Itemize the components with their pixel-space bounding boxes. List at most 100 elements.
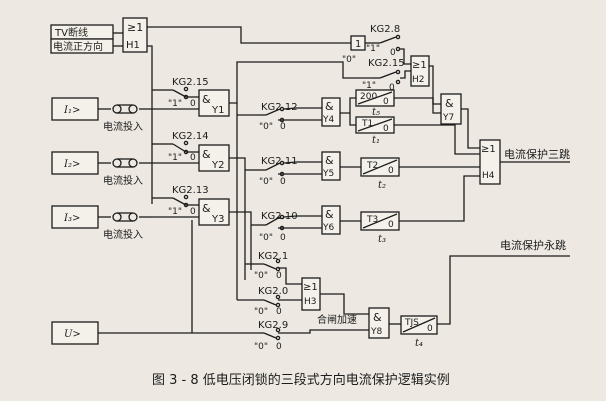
gate-h3: ≥1 H3 xyxy=(301,277,321,311)
current-enable-link-1: 电流投入 xyxy=(103,104,143,133)
input-direction-label: 电流正方向 xyxy=(53,40,103,53)
svg-text:0: 0 xyxy=(190,99,196,109)
svg-text:&: & xyxy=(325,208,334,221)
svg-text:t₄: t₄ xyxy=(415,338,423,349)
svg-text:Y4: Y4 xyxy=(322,115,334,125)
gate-y4: & Y4 xyxy=(321,97,341,127)
gate-y1: & Y1 xyxy=(198,89,230,117)
current-enable-label-2: 电流投入 xyxy=(103,174,143,187)
timer-t5: 200 0 t₅ xyxy=(355,89,395,118)
svg-text:0: 0 xyxy=(388,166,394,176)
svg-text:KG2.11: KG2.11 xyxy=(261,156,298,167)
svg-text:0: 0 xyxy=(280,122,286,132)
svg-text:KG2.9: KG2.9 xyxy=(258,320,288,331)
svg-text:Y6: Y6 xyxy=(322,223,334,233)
svg-text:H2: H2 xyxy=(412,75,425,85)
svg-text:KG2.8: KG2.8 xyxy=(370,24,400,35)
input-u: U> xyxy=(51,321,99,345)
svg-text:≥1: ≥1 xyxy=(412,60,427,71)
switch-kg2-9: KG2.9 "0" 0 xyxy=(254,320,288,352)
svg-text:T1: T1 xyxy=(361,119,373,129)
svg-text:t₂: t₂ xyxy=(378,180,386,191)
svg-text:"1": "1" xyxy=(366,44,380,54)
switch-kg2-11: KG2.11 "0" 0 xyxy=(258,156,298,187)
svg-text:≥1: ≥1 xyxy=(127,21,143,34)
timer-t2: T2 0 t₂ xyxy=(360,157,400,191)
input-u-label: U> xyxy=(64,329,81,340)
svg-text:&: & xyxy=(445,97,454,110)
svg-text:KG2.13: KG2.13 xyxy=(172,185,209,196)
svg-text:0: 0 xyxy=(390,48,396,58)
switch-kg2-10: KG2.10 "0" 0 xyxy=(258,211,298,243)
input-tv-label: TV断线 xyxy=(54,26,88,39)
svg-text:0: 0 xyxy=(276,307,282,317)
wires xyxy=(98,26,570,334)
svg-text:H1: H1 xyxy=(126,40,140,51)
svg-text:"1": "1" xyxy=(168,153,182,163)
svg-text:H3: H3 xyxy=(304,297,317,307)
svg-text:0: 0 xyxy=(190,153,196,163)
gate-h1: ≥1 H1 xyxy=(122,17,148,53)
svg-text:1: 1 xyxy=(355,39,361,50)
svg-text:0: 0 xyxy=(280,177,286,187)
switch-kg2-8: KG2.8 "1" 0 "0" xyxy=(342,24,401,65)
input-i1: I₁> xyxy=(51,97,99,121)
svg-text:Y3: Y3 xyxy=(211,214,224,225)
svg-text:&: & xyxy=(202,202,211,215)
switch-kg2-0: KG2.0 "0" 0 xyxy=(254,286,288,317)
svg-text:0: 0 xyxy=(388,220,394,230)
input-i2: I₂> xyxy=(51,151,99,175)
output-permanent-trip: 电流保护永跳 xyxy=(500,238,566,252)
svg-text:&: & xyxy=(325,154,334,167)
svg-text:"0": "0" xyxy=(254,271,268,281)
svg-text:0: 0 xyxy=(427,324,433,334)
svg-text:T3: T3 xyxy=(366,215,378,225)
gate-not: 1 xyxy=(350,35,366,51)
switch-kg2-12: KG2.12 "0" 0 xyxy=(258,102,298,132)
svg-text:&: & xyxy=(202,148,211,161)
svg-text:0: 0 xyxy=(280,233,286,243)
svg-text:200: 200 xyxy=(360,92,377,102)
gate-y7: & Y7 xyxy=(440,93,462,125)
svg-text:0: 0 xyxy=(383,97,389,107)
gate-h2: ≥1 H2 xyxy=(410,55,430,87)
gate-h4: ≥1 H4 xyxy=(479,139,501,185)
switch-kg2-15a: KG2.15 "1" 0 xyxy=(167,77,209,109)
gate-y8: & Y8 xyxy=(368,307,390,339)
svg-text:"0": "0" xyxy=(254,307,268,317)
input-tv: TV断线 xyxy=(50,24,114,40)
svg-text:KG2.14: KG2.14 xyxy=(172,131,209,142)
svg-text:0: 0 xyxy=(383,124,389,134)
input-i2-label: I₂> xyxy=(63,159,80,170)
svg-text:KG2.15: KG2.15 xyxy=(368,58,405,69)
svg-text:"0": "0" xyxy=(259,233,273,243)
svg-text:KG2.12: KG2.12 xyxy=(261,102,298,113)
timer-t1: T1 0 t₁ xyxy=(355,116,395,146)
input-i3: I₃> xyxy=(51,205,99,229)
svg-text:≥1: ≥1 xyxy=(481,144,496,155)
svg-text:H4: H4 xyxy=(482,171,495,181)
output-three-phase-trip: 电流保护三跳 xyxy=(504,147,570,161)
svg-text:KG2.10: KG2.10 xyxy=(261,211,298,222)
svg-text:0: 0 xyxy=(276,342,282,352)
switch-kg2-14: KG2.14 "1" 0 xyxy=(167,131,209,163)
input-i1-label: I₁> xyxy=(63,105,80,116)
input-direction: 电流正方向 xyxy=(50,38,114,54)
svg-text:"1": "1" xyxy=(168,207,182,217)
svg-text:TJS: TJS xyxy=(404,318,419,328)
svg-text:≥1: ≥1 xyxy=(303,282,318,293)
switch-kg2-15b: KG2.15 "1" 0 xyxy=(362,58,405,93)
current-enable-label-3: 电流投入 xyxy=(103,228,143,241)
current-enable-link-2: 电流投入 xyxy=(103,158,143,187)
timer-t3: T3 0 t₃ xyxy=(360,211,400,245)
svg-text:Y5: Y5 xyxy=(322,169,334,179)
svg-text:t₁: t₁ xyxy=(372,135,380,146)
svg-text:"0": "0" xyxy=(259,122,273,132)
input-i3-label: I₃> xyxy=(63,213,80,224)
svg-text:t₅: t₅ xyxy=(372,107,380,118)
switch-kg2-13: KG2.13 "1" 0 xyxy=(167,185,209,217)
gate-y6: & Y6 xyxy=(321,205,341,235)
svg-text:0: 0 xyxy=(389,83,395,93)
svg-text:&: & xyxy=(325,100,334,113)
